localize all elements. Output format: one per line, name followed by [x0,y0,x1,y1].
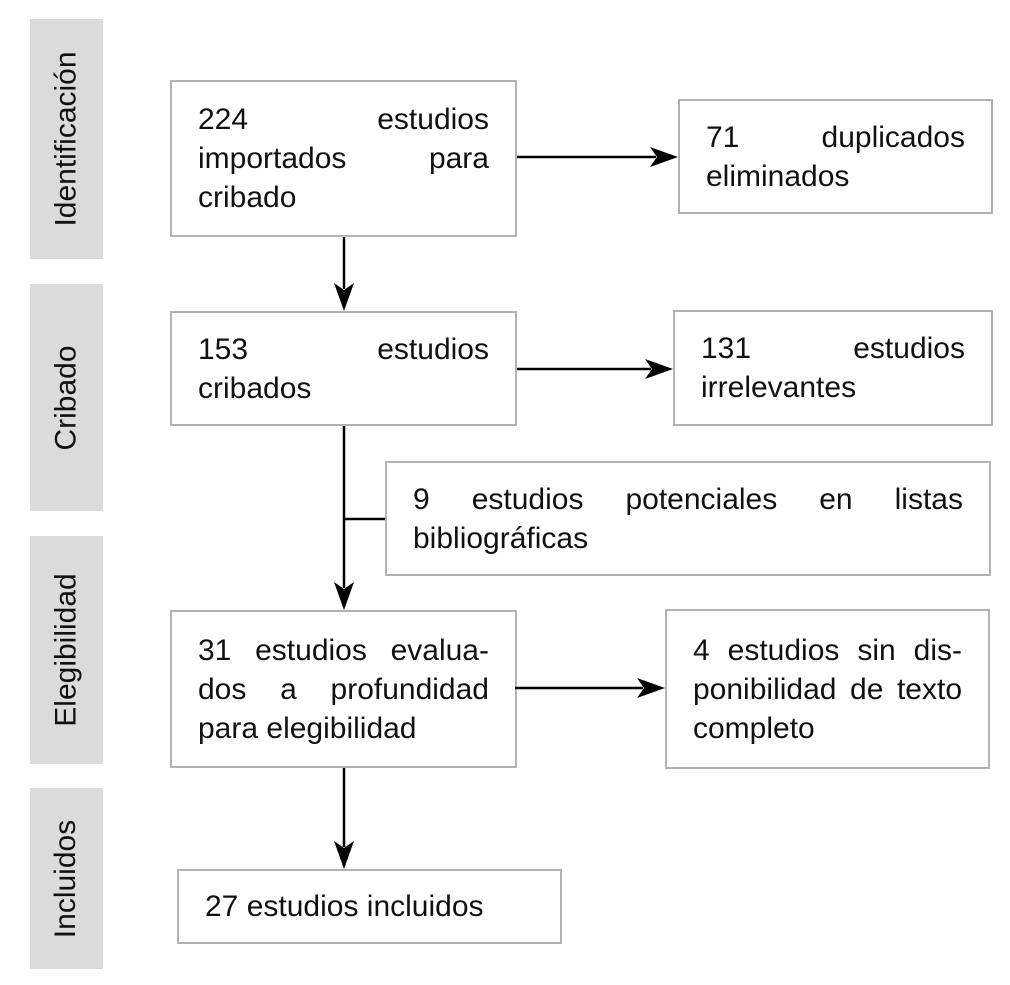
node-imported-studies-text: 224 estudios importados para cribado [198,103,489,214]
arrowhead-right-irrelevant [645,359,673,379]
node-assessed-studies-text: 31 estudios evalua­dos a profundidad par… [198,633,489,745]
stage-incluidos: Incluidos [30,788,103,969]
node-included-studies: 27 estudios incluidos [177,869,562,944]
stage-identificacion: Identificación [30,19,103,259]
node-no-fulltext-studies: 4 estudios sin dis­ponibilidad de texto … [665,609,990,769]
node-screened-studies-text: 153 estudios cribados [198,332,489,405]
node-duplicates-removed: 71 duplicados eliminados [678,99,993,214]
stage-cribado-label: Cribado [49,344,83,451]
node-assessed-studies: 31 estudios evalua­dos a profundidad par… [170,610,517,768]
arrowhead-down-screened [334,283,354,311]
node-screened-studies: 153 estudios cribados [170,311,517,426]
node-irrelevant-studies-text: 131 estudios irrelevantes [701,332,965,404]
node-irrelevant-studies: 131 estudios irrelevantes [673,310,993,426]
stage-cribado: Cribado [30,284,103,511]
node-included-studies-text: 27 estudios incluidos [205,890,484,923]
stage-identificacion-label: Identificación [49,51,83,227]
node-imported-studies: 224 estudios importados para cribado [170,80,517,237]
arrowhead-down-assessed [334,582,354,610]
stage-elegibilidad-label: Elegibilidad [49,573,83,727]
stage-incluidos-label: Incluidos [49,819,83,938]
arrowhead-right-nofulltext [637,678,665,698]
stage-elegibilidad: Elegibilidad [30,536,103,764]
node-duplicates-removed-text: 71 duplicados eliminados [706,120,965,193]
node-no-fulltext-studies-text: 4 estudios sin dis­ponibilidad de texto … [693,633,962,745]
arrowhead-down-included [334,841,354,869]
node-reference-list-studies-text: 9 estudios potenciales en listas bibliog… [413,482,963,555]
node-reference-list-studies: 9 estudios potenciales en listas bibliog… [385,461,991,576]
arrowhead-right-duplicates [650,147,678,167]
